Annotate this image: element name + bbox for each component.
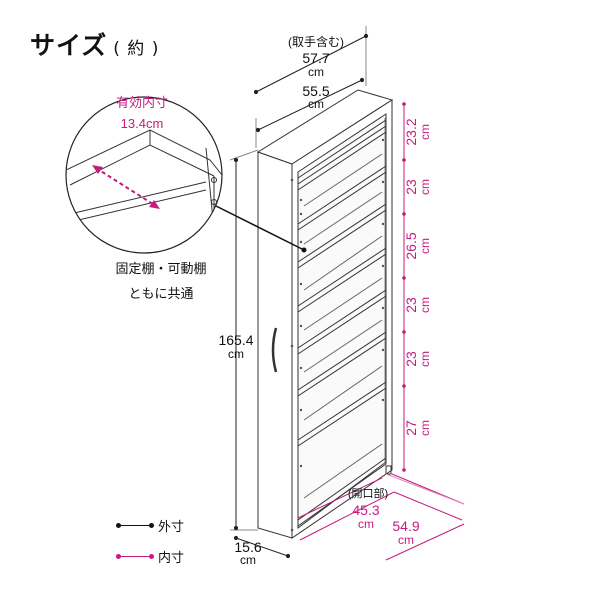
page-title: サイズ( 約 ): [30, 26, 159, 62]
shelf-spacing-1: 23.2: [403, 118, 419, 145]
callout-inner-width-arrow: [95, 167, 157, 207]
opening-width-value: 45.3: [352, 502, 379, 518]
shelves: [297, 125, 387, 527]
door-handle: [271, 327, 278, 373]
outer-width-note: (取手含む): [288, 34, 344, 49]
opening-width-unit: cm: [358, 517, 374, 531]
cabinet-inner-back: [297, 113, 387, 529]
legend-outer: 外寸: [116, 516, 185, 535]
body-width-unit: cm: [308, 97, 324, 111]
inner-dimensions: [297, 102, 465, 561]
outer-width-value: 57.7: [302, 50, 329, 66]
legend-inner-label: 内寸: [158, 551, 185, 566]
zoom-callout: 有効内寸 13.4cm: [65, 95, 307, 254]
shelf-spacing-4: 23: [403, 297, 419, 313]
legend-inner: 内寸: [116, 547, 185, 566]
shelf-spacing-2: 23: [403, 179, 419, 195]
height-unit: cm: [228, 347, 244, 361]
cabinet-side-panel: [257, 151, 293, 539]
shelf-spacing-6: 27: [403, 420, 419, 436]
shelf-spacing-6-unit: cm: [418, 420, 432, 436]
legend-outer-line: [116, 522, 154, 528]
depth-value: 15.6: [234, 539, 261, 555]
shelf-spacing-labels: 23.2 cm 23 cm 26.5 cm 23 cm 23 cm 27 cm: [403, 118, 432, 436]
opening-note: (開口部): [348, 486, 388, 500]
legend-outer-label: 外寸: [158, 520, 185, 535]
inner-width-unit: cm: [398, 533, 414, 547]
shelf-spacing-4-unit: cm: [418, 297, 432, 313]
shelf-spacing-5: 23: [403, 351, 419, 367]
shelf-note: 固定棚・可動棚 ともに共通: [86, 258, 236, 302]
height-value: 165.4: [218, 332, 253, 348]
shelf-spacing-5-unit: cm: [418, 351, 432, 367]
callout-label: 有効内寸: [116, 95, 168, 110]
depth-unit: cm: [240, 553, 256, 567]
shelf-spacing-3-unit: cm: [418, 238, 432, 254]
shelf-spacing-1-unit: cm: [418, 124, 432, 140]
legend-inner-line: [116, 553, 154, 559]
body-width-value: 55.5: [302, 83, 329, 99]
shelf-note-line2: ともに共通: [128, 287, 194, 302]
outer-width-unit: cm: [308, 65, 324, 79]
callout-leader-line: [215, 205, 305, 251]
cabinet-drawing: [256, 89, 394, 539]
callout-value: 13.4cm: [121, 116, 164, 131]
outer-dimensions: [229, 26, 369, 559]
shelf-spacing-3: 26.5: [403, 232, 419, 259]
inner-width-value: 54.9: [392, 518, 419, 534]
shelf-spacing-2-unit: cm: [418, 179, 432, 195]
title-approx: ( 約 ): [113, 39, 160, 59]
title-main: サイズ: [30, 31, 108, 60]
shelf-note-line1: 固定棚・可動棚: [115, 262, 207, 277]
dimension-labels: (取手含む) 57.7 cm 55.5 cm 165.4 cm 15.6 cm …: [218, 34, 419, 567]
